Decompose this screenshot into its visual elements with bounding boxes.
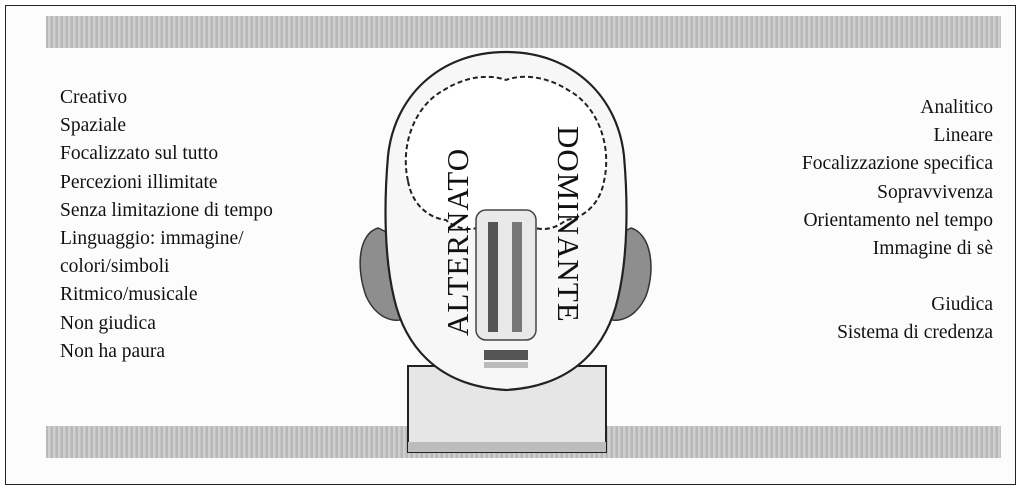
list-item: Orientamento nel tempo (802, 207, 993, 235)
list-item: Giudica (802, 291, 993, 319)
figure-frame: ALTERNATO DOMINANTE Creativo Spaziale Fo… (5, 5, 1016, 485)
list-item: colori/simboli (60, 253, 273, 281)
stem-left-bar (488, 222, 498, 332)
list-item: Spaziale (60, 112, 273, 140)
list-item: Linguaggio: immagine/ (60, 225, 273, 253)
stem-base-shadow (484, 362, 528, 368)
right-hemisphere-label: DOMINANTE (551, 126, 586, 323)
list-item: Percezioni illimitate (60, 169, 273, 197)
left-hemisphere-list: Creativo Spaziale Focalizzato sul tutto … (60, 84, 273, 366)
neck-base (408, 442, 606, 452)
list-item: Immagine di sè (802, 235, 993, 263)
list-item: Sopravvivenza (802, 179, 993, 207)
list-item: Creativo (60, 84, 273, 112)
list-item: Focalizzazione specifica (802, 150, 993, 178)
brain-stem (476, 210, 536, 340)
list-item: Non giudica (60, 310, 273, 338)
list-item: Ritmico/musicale (60, 281, 273, 309)
stem-base-mark (484, 350, 528, 360)
left-hemisphere-label: ALTERNATO (440, 148, 475, 336)
list-item: Focalizzato sul tutto (60, 140, 273, 168)
stem-right-bar (512, 222, 522, 332)
list-item: Non ha paura (60, 338, 273, 366)
list-item: Senza limitazione di tempo (60, 197, 273, 225)
list-item: Analitico (802, 94, 993, 122)
right-hemisphere-list: Analitico Lineare Focalizzazione specifi… (802, 94, 993, 348)
list-item: Lineare (802, 122, 993, 150)
list-item: Sistema di credenza (802, 319, 993, 347)
